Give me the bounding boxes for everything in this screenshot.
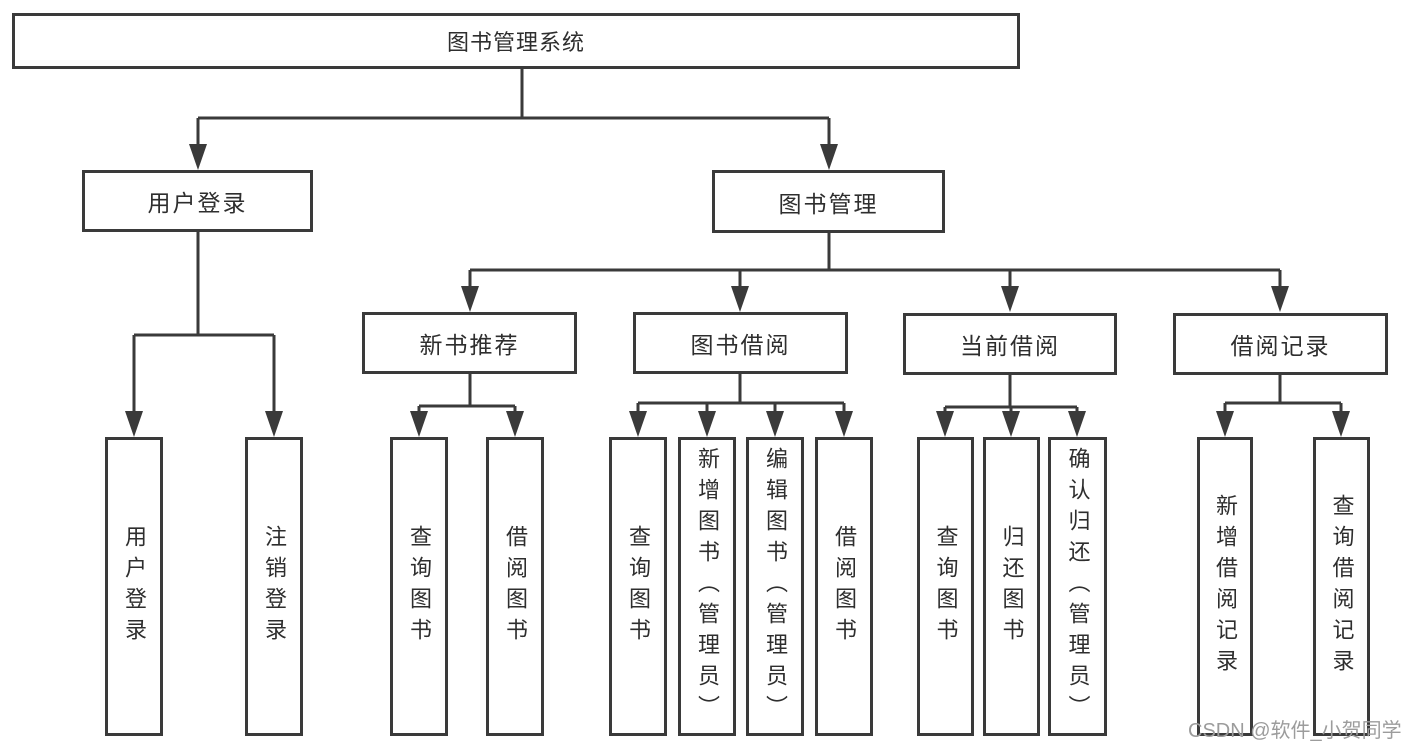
node-book-management-label: 图书管理: [778, 190, 879, 217]
leaf-query-books-recommend: 查询图书: [390, 437, 448, 736]
leaf-query-books-current-label: 查询图书: [933, 524, 959, 649]
leaf-query-books-borrow: 查询图书: [609, 437, 667, 736]
leaf-query-borrow-record-label: 查询借阅记录: [1329, 493, 1355, 680]
node-current-borrow-label: 当前借阅: [960, 333, 1060, 359]
leaf-return-books: 归还图书: [983, 437, 1040, 736]
node-book-borrow-label: 图书借阅: [690, 332, 791, 358]
leaf-edit-books-admin-label: 编辑图书（管理员）: [763, 447, 788, 726]
csdn-watermark: CSDN @软件_小贺同学: [1188, 720, 1402, 742]
leaf-borrow-books-label: 借阅图书: [832, 524, 857, 649]
leaf-edit-books-admin: 编辑图书（管理员）: [746, 437, 804, 736]
leaf-query-books-current: 查询图书: [917, 437, 974, 736]
leaf-query-borrow-record: 查询借阅记录: [1313, 437, 1370, 736]
leaf-add-borrow-record: 新增借阅记录: [1197, 437, 1253, 736]
leaf-confirm-return-admin: 确认归还（管理员）: [1048, 437, 1107, 736]
leaf-borrow-books: 借阅图书: [815, 437, 873, 736]
leaf-user-login-label: 用户登录: [122, 524, 147, 649]
leaf-borrow-books-recommend-label: 借阅图书: [503, 524, 528, 649]
node-root: 图书管理系统: [12, 13, 1020, 69]
leaf-logout-login: 注销登录: [245, 437, 303, 736]
leaf-query-books-recommend-label: 查询图书: [407, 524, 432, 649]
node-root-label: 图书管理系统: [446, 30, 585, 55]
node-borrow-records: 借阅记录: [1173, 313, 1388, 375]
leaf-logout-login-label: 注销登录: [262, 524, 287, 649]
leaf-query-books-borrow-label: 查询图书: [626, 524, 651, 649]
node-user-login-label: 用户登录: [147, 190, 248, 216]
leaf-add-books-admin: 新增图书（管理员）: [678, 437, 736, 736]
leaf-return-books-label: 归还图书: [999, 524, 1025, 649]
leaf-borrow-books-recommend: 借阅图书: [486, 437, 544, 736]
node-new-book-recommend-label: 新书推荐: [419, 332, 520, 358]
leaf-user-login: 用户登录: [105, 437, 163, 736]
leaf-add-books-admin-label: 新增图书（管理员）: [695, 447, 720, 726]
node-borrow-records-label: 借阅记录: [1230, 333, 1331, 359]
node-book-management: 图书管理: [712, 170, 945, 233]
node-user-login: 用户登录: [82, 170, 313, 232]
node-book-borrow: 图书借阅: [633, 312, 848, 374]
leaf-add-borrow-record-label: 新增借阅记录: [1213, 493, 1238, 680]
leaf-confirm-return-admin-label: 确认归还（管理员）: [1065, 447, 1091, 726]
node-new-book-recommend: 新书推荐: [362, 312, 577, 374]
node-current-borrow: 当前借阅: [903, 313, 1117, 375]
